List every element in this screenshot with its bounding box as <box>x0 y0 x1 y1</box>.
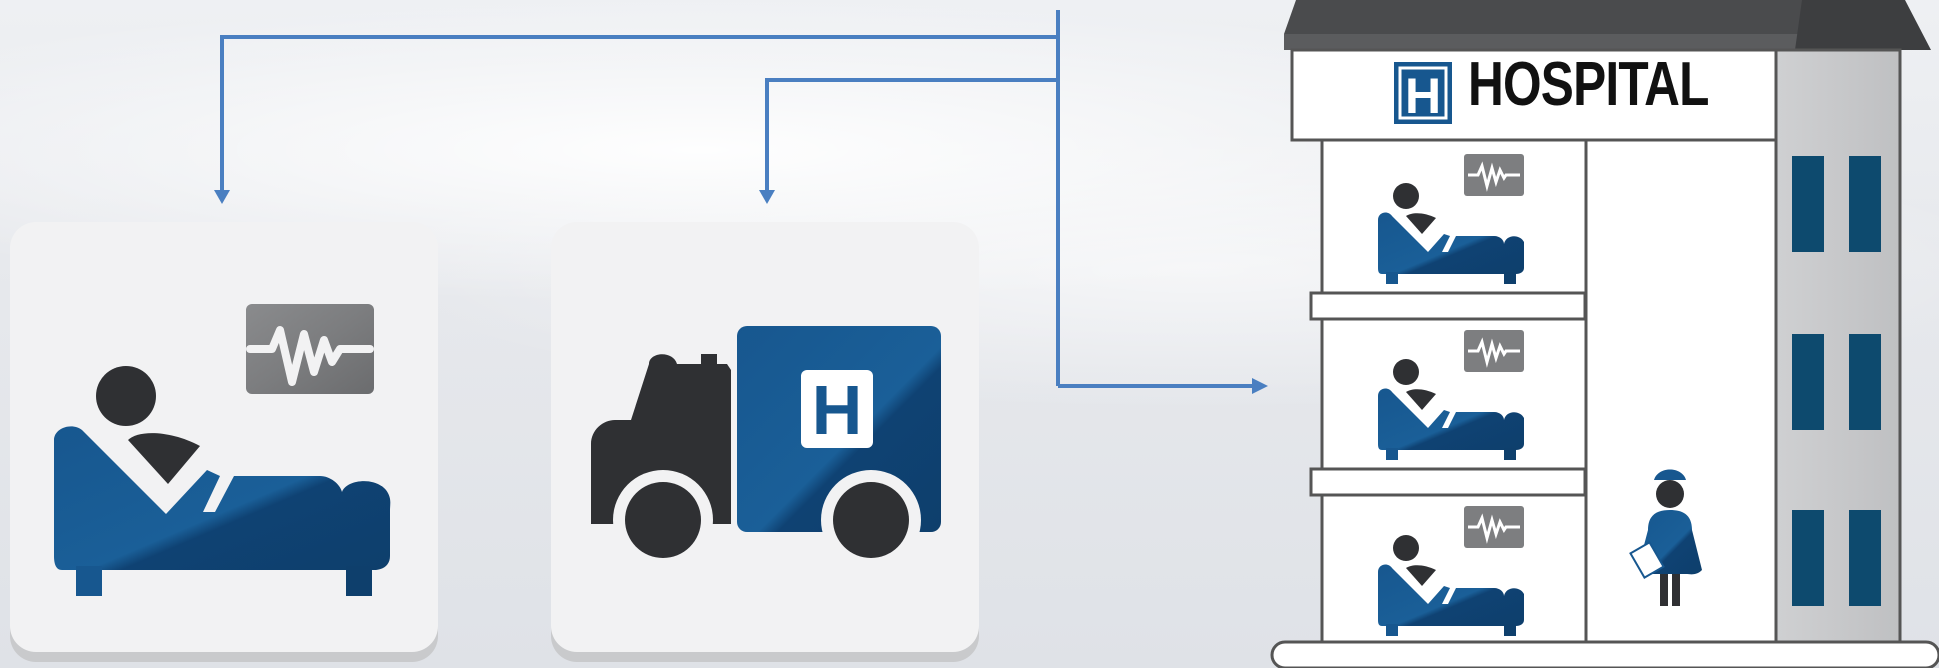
roof-front <box>1284 0 1812 34</box>
floor-slab-2 <box>1311 469 1585 495</box>
hospital-title: HOSPITAL <box>1468 54 1709 116</box>
hospital-sign-letter: H <box>1405 68 1441 124</box>
floor-slab-1 <box>1311 293 1585 319</box>
rooms-column <box>1322 140 1586 646</box>
building-base <box>1272 642 1939 668</box>
roof-side <box>1795 0 1931 50</box>
